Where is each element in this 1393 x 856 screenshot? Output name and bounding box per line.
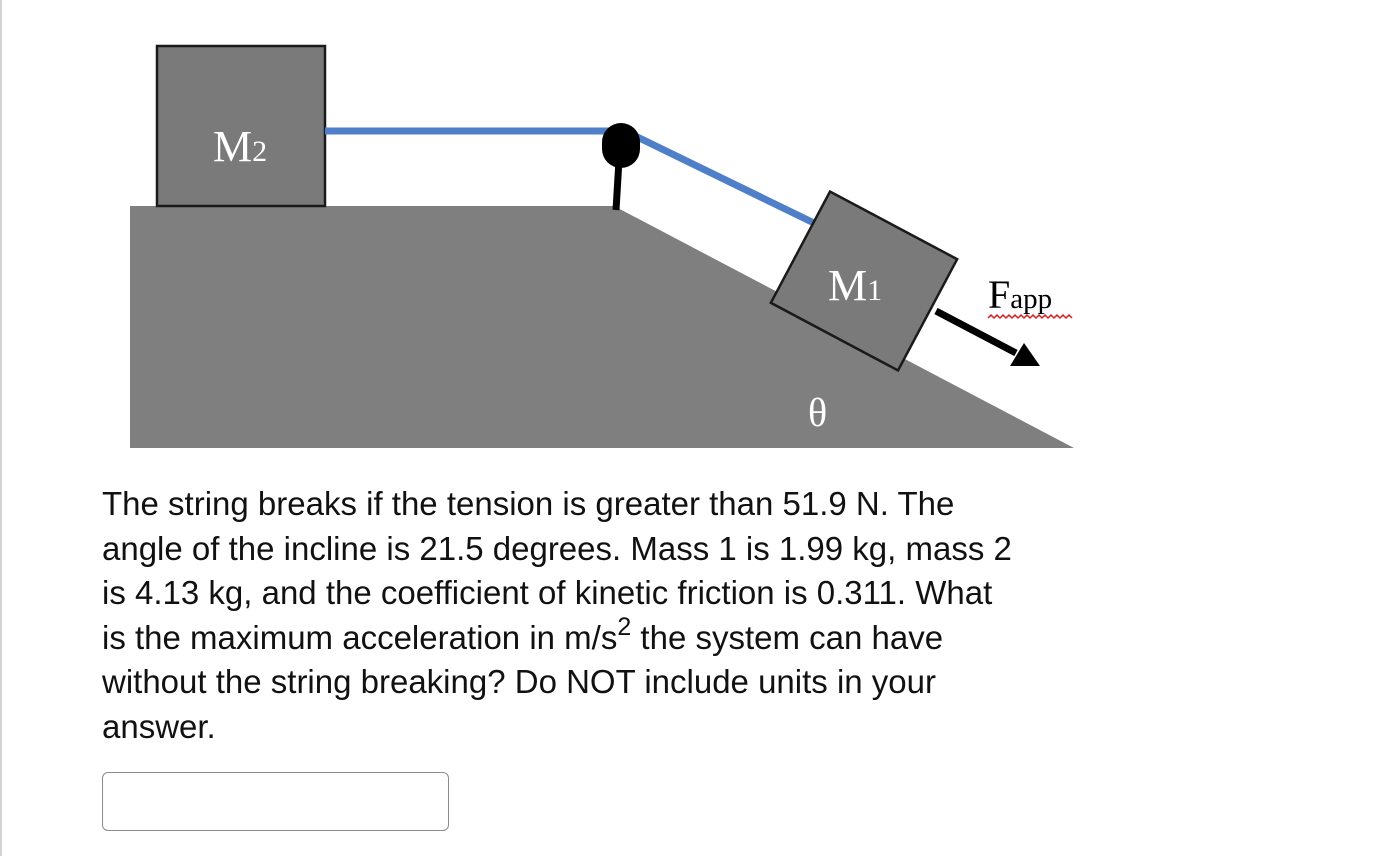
mass2-block bbox=[155, 44, 327, 208]
physics-diagram: M2 M1 Fapp θ bbox=[130, 44, 1074, 448]
incline-surface bbox=[130, 206, 1074, 448]
question-text: The string breaks if the tension is grea… bbox=[102, 482, 1152, 749]
force-arrow-head bbox=[1010, 343, 1040, 366]
force-label: Fapp bbox=[988, 272, 1052, 317]
superscript-2: 2 bbox=[617, 612, 632, 641]
question-line-6: answer. bbox=[102, 707, 216, 745]
mass1-block bbox=[769, 189, 959, 373]
pulley-wheel bbox=[602, 123, 640, 168]
force-arrow-shaft bbox=[934, 307, 1018, 357]
left-border bbox=[0, 0, 2, 856]
mass2-label: M2 bbox=[213, 122, 267, 171]
question-line-4a: is the maximum acceleration in m/s bbox=[102, 618, 618, 656]
question-line-5: without the string breaking? Do NOT incl… bbox=[102, 663, 936, 700]
spellcheck-underline bbox=[987, 313, 1073, 320]
angle-label: θ bbox=[808, 390, 827, 435]
question-line-4b: the system can have bbox=[631, 618, 944, 656]
question-line-1: The string breaks if the tension is grea… bbox=[102, 485, 955, 522]
pulley-post bbox=[612, 159, 623, 211]
mass1-label: M1 bbox=[828, 261, 882, 310]
answer-input[interactable] bbox=[102, 772, 449, 831]
string-incline bbox=[623, 127, 818, 228]
question-line-3: is 4.13 kg, and the coefficient of kinet… bbox=[102, 574, 993, 611]
question-line-2: angle of the incline is 21.5 degrees. Ma… bbox=[102, 529, 1012, 567]
